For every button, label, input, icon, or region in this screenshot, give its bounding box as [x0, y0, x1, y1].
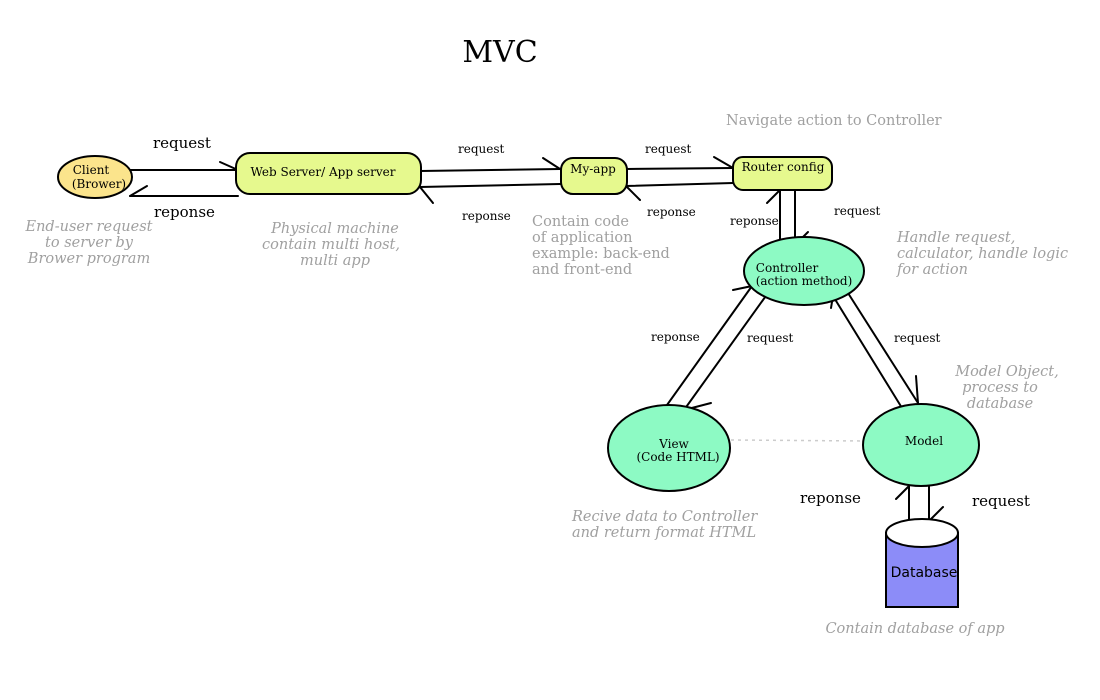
connector-web-myapp-request [419, 168, 561, 172]
note-router: Navigate action to Controller [726, 113, 942, 129]
connector-controller-view-request [683, 292, 769, 411]
arrowhead-router-controller-reponse [766, 189, 781, 204]
label-router-reponse: reponse [730, 214, 779, 228]
node-my-app: My-app [560, 157, 628, 195]
label-router-request: request [834, 204, 881, 218]
database-label: Database [891, 565, 958, 581]
label-web-request: request [458, 142, 505, 156]
controller-label-line2: (action method) [756, 274, 853, 288]
client-label-line2: (Brower) [72, 177, 126, 191]
controller-shape [743, 236, 865, 306]
note-controller-line2: calculator, handle logic [897, 246, 1068, 262]
model-label: Model [905, 434, 943, 448]
arrowhead-web-myapp-reponse [419, 186, 434, 204]
note-web-line1: Physical machine [270, 221, 399, 237]
note-database: Contain database of app [825, 621, 1004, 637]
connector-controller-model-request [847, 292, 919, 404]
arrowhead-web-myapp-request [542, 157, 561, 170]
view-label-line2: (Code HTML) [636, 450, 719, 464]
my-app-shape [560, 157, 628, 195]
node-router-config: Router config [732, 156, 833, 191]
label-db-reponse: reponse [800, 489, 861, 507]
note-myapp-line1: Contain code [532, 214, 629, 230]
arrowhead-myapp-router-reponse [625, 185, 641, 201]
web-server-label: Web Server/ App server [251, 165, 396, 179]
label-model-request: request [894, 331, 941, 345]
connector-myapp-router-reponse [625, 182, 734, 187]
database-body [885, 532, 959, 608]
arrowhead-controller-model-request [915, 375, 919, 404]
note-web-line2: contain multi host, [262, 237, 400, 253]
label-db-request: request [972, 492, 1030, 510]
connector-myapp-router-request [625, 167, 734, 170]
arrowhead-myapp-router-request [713, 156, 734, 169]
note-controller-line3: for action [896, 262, 968, 278]
view-shape [607, 404, 731, 492]
client-label-line1: Client [73, 163, 110, 177]
router-label: Router config [742, 160, 825, 174]
edge-labels: request reponse request reponse request … [153, 134, 1030, 510]
note-client-line1: End-user request [25, 219, 153, 235]
model-shape [862, 403, 980, 487]
label-view-reponse: reponse [651, 330, 700, 344]
node-client: Client (Brower) [57, 155, 133, 199]
label-client-request: request [153, 134, 211, 152]
view-label-line1: View [658, 437, 689, 451]
note-controller-line1: Handle request, [896, 230, 1015, 246]
label-web-reponse: reponse [462, 209, 511, 223]
node-web-server: Web Server/ App server [235, 152, 422, 195]
diagram-title: MVC [462, 35, 537, 70]
controller-label-line1: Controller [756, 261, 819, 275]
database-top [885, 518, 959, 548]
arrowhead-model-database-reponse [895, 485, 910, 500]
connector-controller-view-reponse [666, 285, 753, 406]
node-model: Model [862, 403, 980, 487]
connector-web-myapp-reponse [419, 183, 561, 188]
label-view-request: request [747, 331, 794, 345]
node-controller: Controller (action method) [743, 236, 865, 306]
arrowhead-controller-view-reponse [732, 285, 753, 291]
note-view-line1: Recive data to Controller [571, 509, 758, 525]
notes: End-user request to server by Brower pro… [25, 113, 1069, 637]
arrowhead-client-web-reponse [129, 185, 148, 197]
label-app-request: request [645, 142, 692, 156]
connectors [129, 156, 944, 522]
note-model-line1: Model Object, [954, 364, 1059, 380]
client-shape [57, 155, 133, 199]
note-myapp-line4: and front-end [532, 262, 632, 278]
node-view: View (Code HTML) [607, 404, 731, 492]
label-app-reponse: reponse [647, 205, 696, 219]
note-myapp-line2: of application [532, 230, 633, 246]
note-view-line2: and return format HTML [572, 525, 756, 541]
router-shape [732, 156, 833, 191]
note-myapp-line3: example: back-end [532, 246, 670, 262]
note-web-line3: multi app [300, 253, 370, 269]
connector-controller-model-reponse [832, 295, 903, 409]
my-app-label: My-app [570, 162, 616, 176]
node-database: Database [885, 518, 959, 608]
web-server-shape [235, 152, 422, 195]
connector-view-model-dashed [730, 439, 867, 442]
note-model-line3: database [967, 396, 1033, 412]
label-client-reponse: reponse [154, 203, 215, 221]
note-model-line2: process to [962, 380, 1038, 396]
note-client-line3: Brower program [27, 251, 150, 267]
note-client-line2: to server by [45, 235, 134, 251]
